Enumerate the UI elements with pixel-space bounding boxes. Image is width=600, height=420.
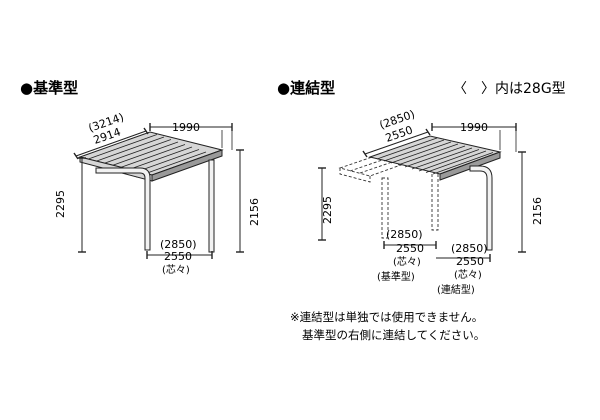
linked-dim-left-label: (基準型) (377, 270, 415, 283)
linked-dim-height-left: 2295 (321, 196, 334, 224)
linked-dim-left-note: (芯々) (393, 255, 421, 268)
linked-dim-right: 2550 (456, 255, 484, 268)
standard-dimension-lines (73, 123, 244, 259)
standard-dim-height-right: 2156 (248, 198, 261, 226)
standard-dim-height-left: 2295 (54, 190, 67, 218)
standard-dim-bottom: 2550 (164, 250, 192, 263)
note-line-1: ※連結型は単独では使用できません。 (290, 310, 483, 324)
linked-carport-drawing (338, 135, 502, 251)
linked-dim-left: 2550 (396, 242, 424, 255)
linked-heading: ●連結型 (277, 79, 335, 97)
standard-heading: ●基準型 (20, 79, 78, 97)
standard-right-post (208, 159, 215, 253)
standard-dim-depth: 1990 (172, 121, 200, 134)
linked-roof-ribs (376, 137, 494, 175)
standard-dim-bottom-note: (芯々) (162, 263, 190, 276)
standard-left-post (95, 167, 151, 251)
linked-right-curved-post (469, 165, 493, 251)
standard-carport-drawing (78, 131, 224, 253)
linked-dim-depth: 1990 (460, 121, 488, 134)
standard-dim-bottom-paren: (2850) (160, 238, 197, 251)
linked-dimension-lines (318, 123, 526, 262)
linked-heading-note: 〈 〉内は28G型 (453, 81, 566, 97)
linked-dim-right-label: (連結型) (437, 283, 475, 296)
standard-roof-ribs (86, 134, 207, 178)
linked-base-post-right (431, 169, 439, 231)
linked-base-post-left (381, 177, 389, 239)
linked-dim-right-paren: (2850) (451, 242, 488, 255)
linked-dim-right-note: (芯々) (454, 268, 482, 281)
note-line-2: 基準型の右側に連結してください。 (302, 328, 485, 342)
linked-dim-left-paren: (2850) (386, 228, 423, 241)
linked-dim-height-right: 2156 (531, 197, 544, 225)
